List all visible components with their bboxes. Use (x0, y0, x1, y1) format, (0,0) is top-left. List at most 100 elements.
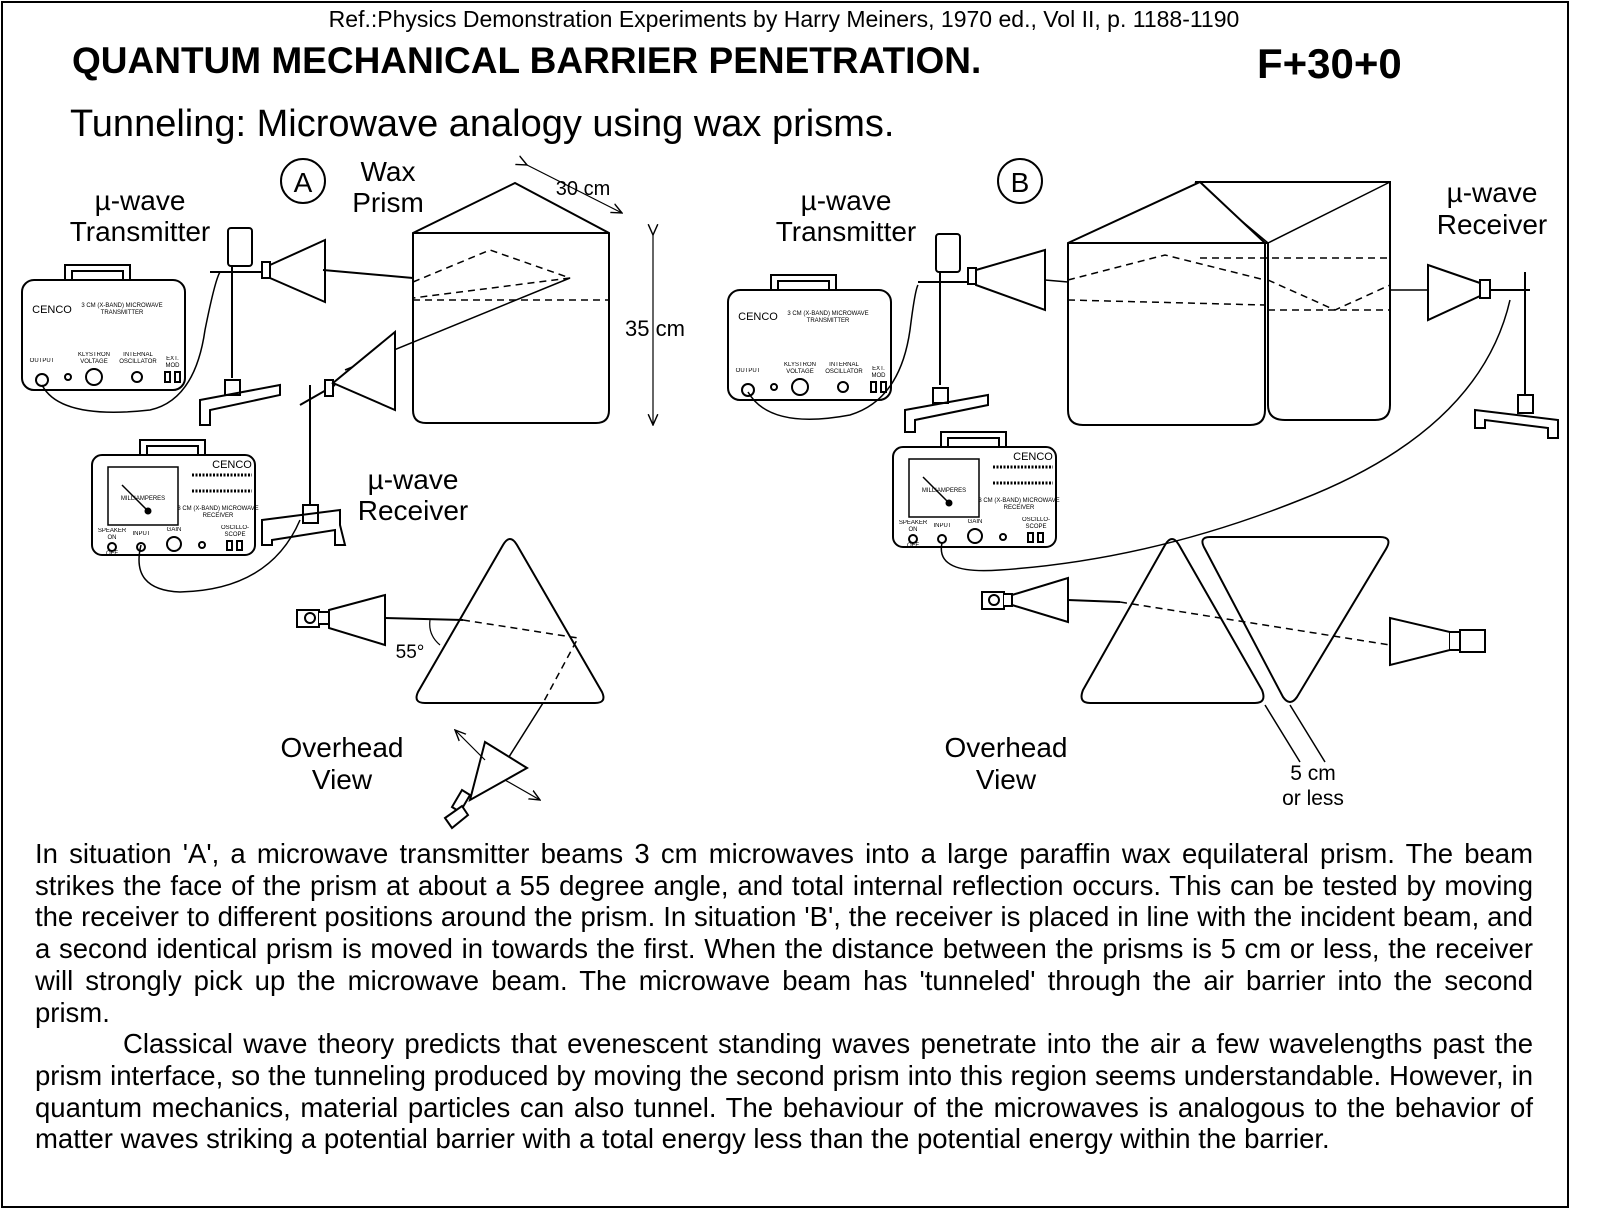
receiver-a: CENCO MILLIAMPERES 3 CM (X-BAND) MICROWA… (90, 438, 259, 557)
overhead-prism-a (415, 538, 605, 704)
receiver-b: CENCO MILLIAMPERES 3 CM (X-BAND) MICROWA… (891, 430, 1060, 549)
speaker-on-label: SPEAKER ON (898, 520, 928, 533)
paragraph-2: Classical wave theory predicts that even… (35, 1028, 1533, 1155)
width-dimension: 30 cm (556, 178, 610, 200)
incident-beam-a (322, 269, 414, 279)
demo-code: F+30+0 (1257, 40, 1402, 87)
move-arrow (455, 730, 486, 761)
width-dimension-arrow (527, 165, 622, 213)
receiver-b-label-line1: µ-wave (1447, 177, 1538, 208)
overhead-transmitter-a (296, 593, 386, 647)
page-border (1, 1, 1569, 1208)
transmitter-name-line1: 3 CM (X-BAND) MICROWAVE (81, 303, 162, 309)
transmitter-b-label-line2: Transmitter (776, 216, 917, 247)
input-label: INPUT (933, 523, 952, 529)
brand-label: CENCO (32, 304, 72, 316)
subtitle: Tunneling: Microwave analogy using wax p… (70, 103, 895, 145)
overhead-prism-b2 (1201, 536, 1390, 703)
gain-label: GAIN (967, 519, 983, 525)
receiver-a-stand (261, 329, 396, 546)
gain-label: GAIN (166, 527, 182, 533)
cable (940, 299, 1511, 572)
receiver-name-line2: RECEIVER (203, 513, 234, 519)
overhead-incident-beam-b (1067, 599, 1121, 603)
oscilloscope-label: OSCILLO-SCOPE (1021, 517, 1050, 530)
height-dimension: 35 cm (625, 316, 685, 341)
overhead-prism-b1 (1080, 538, 1265, 704)
receiver-a-label-line2: Receiver (358, 495, 468, 526)
paragraph-1: In situation 'A', a microwave transmitte… (35, 838, 1533, 1028)
transmitter-b-stand (904, 233, 1046, 433)
overhead-b-label-line2: View (976, 764, 1037, 795)
klystron-voltage-label: KLYSTRON VOLTAGE (784, 362, 816, 375)
transmitter-a-stand (199, 227, 326, 426)
transmitter-name-line2: TRANSMITTER (807, 318, 850, 324)
transmitter-a-label-line2: Transmitter (70, 216, 211, 247)
brand-label: CENCO (738, 311, 778, 323)
oscilloscope-label: OSCILLO-SCOPE (220, 525, 249, 538)
receiver-a-label-line1: µ-wave (368, 464, 459, 495)
marker-b: B (1011, 167, 1030, 198)
output-label: OUTPUT (29, 358, 55, 364)
wax-prism-a (412, 181, 610, 424)
beam-path-dashed (1067, 254, 1391, 311)
meter-label: MILLIAMPERES (121, 496, 165, 502)
marker-a: A (294, 167, 313, 198)
overhead-internal-reflection (462, 619, 580, 704)
overhead-a-label-line2: View (312, 764, 373, 795)
ext-mod-label: EXT. MOD (165, 356, 180, 369)
brand-label: CENCO (212, 459, 252, 471)
overhead-receiver-a (443, 740, 529, 830)
internal-oscillator-label: INTERNAL OSCILLATOR (825, 362, 863, 375)
overhead-tunneled-beam (1119, 601, 1391, 646)
internal-oscillator-label: INTERNAL OSCILLATOR (119, 352, 157, 365)
off-label: OFF (907, 543, 919, 549)
reference-line: Ref.:Physics Demonstration Experiments b… (328, 6, 1240, 32)
transmitter-name-line1: 3 CM (X-BAND) MICROWAVE (787, 311, 868, 317)
gap-label-line2: or less (1282, 787, 1344, 810)
output-label: OUTPUT (735, 368, 761, 374)
apparatus-diagram: A Wax Prism µ-wave Transmitter 30 cm 35 … (21, 0, 1559, 830)
wax-prism-b2 (1195, 181, 1391, 421)
diagram-a: A Wax Prism µ-wave Transmitter 30 cm 35 … (21, 156, 685, 830)
input-label: INPUT (132, 531, 151, 537)
receiver-b-stand (1427, 263, 1559, 439)
move-arrow (504, 779, 540, 800)
angle-label: 55° (396, 642, 425, 663)
cable (747, 284, 919, 420)
diagram-b: B µ-wave Transmitter µ-wave Receiver CEN… (727, 158, 1559, 810)
transmitter-b: CENCO 3 CM (X-BAND) MICROWAVE TRANSMITTE… (727, 274, 892, 401)
overhead-exit-beam-a (506, 702, 544, 761)
gap-indicator (1264, 704, 1326, 763)
receiver-name-line1: 3 CM (X-BAND) MICROWAVE (177, 506, 258, 512)
prism-label-line1: Wax (361, 156, 416, 187)
overhead-a-label-line1: Overhead (281, 732, 404, 763)
description: In situation 'A', a microwave transmitte… (35, 838, 1533, 1155)
ext-mod-label: EXT. MOD (871, 366, 886, 379)
overhead-receiver-b (1389, 616, 1486, 667)
transmitter-a-label-line1: µ-wave (95, 185, 186, 216)
transmitter-name-line2: TRANSMITTER (101, 310, 144, 316)
marker-b-circle (997, 158, 1043, 204)
overhead-b-label-line1: Overhead (945, 732, 1068, 763)
gap-label-line1: 5 cm (1290, 762, 1336, 785)
beam-path-dashed (412, 249, 609, 301)
overhead-transmitter-b (981, 576, 1069, 624)
brand-label: CENCO (1013, 451, 1053, 463)
receiver-name-line2: RECEIVER (1004, 505, 1035, 511)
transmitter-a: CENCO 3 CM (X-BAND) MICROWAVE TRANSMITTE… (21, 264, 186, 391)
page-title: QUANTUM MECHANICAL BARRIER PENETRATION. (72, 40, 982, 81)
klystron-voltage-label: KLYSTRON VOLTAGE (78, 352, 110, 365)
speaker-on-label: SPEAKER ON (97, 528, 127, 541)
meter-label: MILLIAMPERES (922, 488, 966, 494)
wax-prism-b1 (1067, 180, 1266, 426)
prism-label-line2: Prism (352, 187, 424, 218)
transmitter-b-label-line1: µ-wave (801, 185, 892, 216)
cable (41, 271, 221, 413)
cable (138, 519, 301, 593)
receiver-b-label-line2: Receiver (1437, 209, 1547, 240)
receiver-name-line1: 3 CM (X-BAND) MICROWAVE (978, 498, 1059, 504)
angle-arc (429, 619, 441, 646)
marker-a-circle (280, 158, 326, 204)
off-label: OFF (106, 551, 118, 557)
